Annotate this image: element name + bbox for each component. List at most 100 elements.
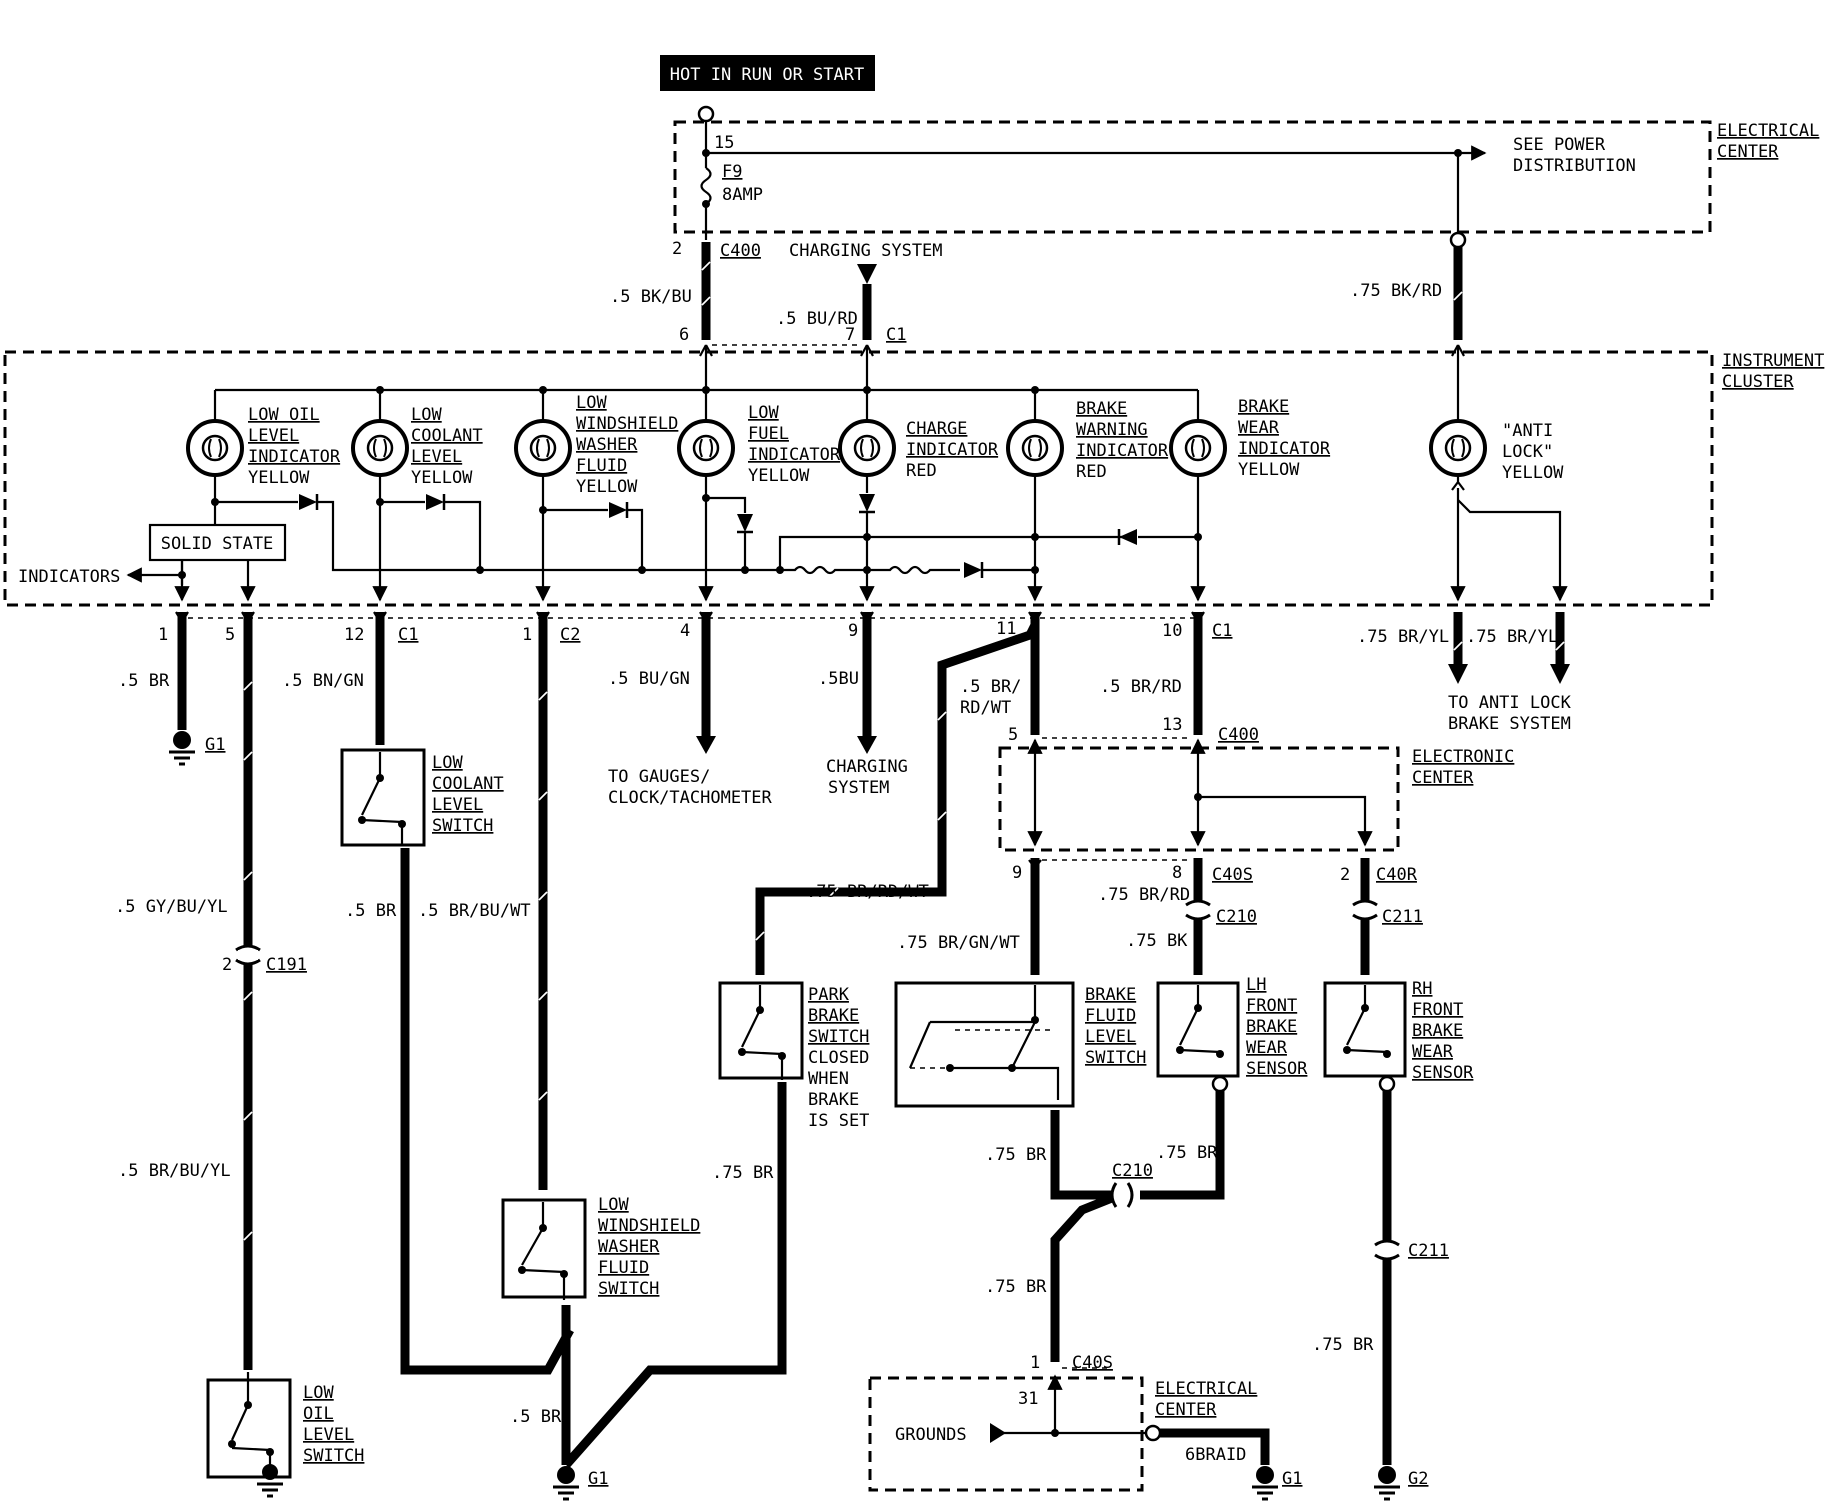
connector-c2: C2 [560, 625, 580, 645]
svg-text:PARK: PARK [808, 985, 850, 1005]
dest-gauges-1: TO GAUGES/ [608, 767, 710, 787]
see-power-2: DISTRIBUTION [1513, 156, 1636, 176]
svg-text:RH: RH [1412, 979, 1432, 999]
lamp-label-low-coolant: LOW COOLANT LEVEL YELLOW [411, 405, 483, 488]
wire-gy-bu-yl: .5 GY/BU/YL [115, 897, 228, 917]
wire-br-yl-2: .75 BR/YL [1466, 627, 1558, 647]
pin-1-c2: 1 [522, 625, 532, 645]
electrical-center-title-2: CENTER [1717, 142, 1779, 162]
svg-text:LEVEL: LEVEL [432, 795, 483, 815]
svg-text:WINDSHIELD: WINDSHIELD [576, 414, 678, 434]
ground-g1-right: G1 [1282, 1469, 1302, 1489]
instrument-cluster-title-1: INSTRUMENT [1722, 351, 1824, 371]
svg-text:FLUID: FLUID [598, 1258, 649, 1278]
wire-br-rd-wt-2: RD/WT [960, 698, 1011, 718]
pin-2-c40r: 2 [1340, 865, 1350, 885]
wire-bu-5: .5BU [818, 669, 859, 689]
pin-10: 10 [1162, 621, 1182, 641]
svg-text:YELLOW: YELLOW [576, 477, 638, 497]
fuse-rating: 8AMP [722, 185, 763, 205]
svg-text:LEVEL: LEVEL [248, 426, 299, 446]
wire-bk-bu: .5 BK/BU [610, 287, 692, 307]
svg-text:WASHER: WASHER [576, 435, 638, 455]
low-oil-switch-label: LOW OIL LEVEL SWITCH [303, 1383, 364, 1466]
svg-text:LOW: LOW [432, 753, 463, 773]
wire-bn-gn: .5 BN/GN [282, 671, 364, 691]
svg-text:LOW: LOW [411, 405, 442, 425]
connector-c210-b: C210 [1112, 1161, 1153, 1181]
wire-br-gnd: .75 BR [985, 1277, 1047, 1297]
svg-text:COOLANT: COOLANT [411, 426, 483, 446]
pin-6: 6 [679, 325, 689, 345]
svg-text:RED: RED [906, 461, 937, 481]
connector-c1-b: C1 [1212, 621, 1232, 641]
pin-2-top: 2 [672, 239, 682, 259]
svg-text:SWITCH: SWITCH [598, 1279, 659, 1299]
wire-bk-rd: .75 BK/RD [1350, 281, 1442, 301]
dest-charging-1: CHARGING [826, 757, 908, 777]
svg-text:INDICATOR: INDICATOR [248, 447, 341, 467]
svg-text:BRAKE: BRAKE [808, 1006, 859, 1026]
svg-text:OIL: OIL [303, 1404, 334, 1424]
wire-br-bu-yl: .5 BR/BU/YL [118, 1161, 231, 1181]
svg-text:BRAKE: BRAKE [1076, 399, 1127, 419]
wire-br-bu-wt: .5 BR/BU/WT [418, 901, 531, 921]
wire-br-bfl: .75 BR [985, 1145, 1047, 1165]
lamp-label-charge: CHARGE INDICATOR RED [906, 419, 999, 481]
connector-c211-b: C211 [1408, 1241, 1449, 1261]
svg-text:COOLANT: COOLANT [432, 774, 504, 794]
svg-text:SWITCH: SWITCH [808, 1027, 869, 1047]
hot-in-run-label-box [660, 55, 875, 91]
svg-text:LH: LH [1246, 975, 1266, 995]
braid-label: 6BRAID [1185, 1445, 1246, 1465]
svg-text:BRAKE: BRAKE [1085, 985, 1136, 1005]
svg-text:LOW: LOW [598, 1195, 629, 1215]
svg-text:BRAKE: BRAKE [1412, 1021, 1463, 1041]
svg-text:FUEL: FUEL [748, 424, 789, 444]
dest-gauges-2: CLOCK/TACHOMETER [608, 788, 773, 808]
wire-br-park: .75 BR [712, 1163, 774, 1183]
svg-text:YELLOW: YELLOW [1502, 463, 1564, 483]
svg-text:BRAKE: BRAKE [808, 1090, 859, 1110]
lamp-label-low-washer: LOW WINDSHIELD WASHER FLUID YELLOW [576, 393, 678, 497]
pin-7: 7 [845, 325, 855, 345]
svg-text:LEVEL: LEVEL [303, 1425, 354, 1445]
connector-c400-b: C400 [1218, 725, 1259, 745]
electrical-center-bottom-1: ELECTRICAL [1155, 1379, 1257, 1399]
wire-br-rd-75: .75 BR/RD [1098, 885, 1190, 905]
lamp-label-brake-wear: BRAKE WEAR INDICATOR YELLOW [1238, 397, 1331, 480]
fuse-f9 [700, 167, 712, 240]
washer-switch-label: LOW WINDSHIELD WASHER FLUID SWITCH [598, 1195, 700, 1299]
connector-c210-a: C210 [1216, 907, 1257, 927]
svg-text:FRONT: FRONT [1412, 1000, 1463, 1020]
lamp-label-low-oil: LOW OIL LEVEL INDICATOR YELLOW [248, 405, 341, 488]
electronic-center-title-2: CENTER [1412, 768, 1474, 788]
charging-system-top: CHARGING SYSTEM [789, 241, 943, 261]
instrument-cluster [3, 350, 1714, 607]
svg-text:WEAR: WEAR [1238, 418, 1280, 438]
hot-in-run-label: HOT IN RUN OR START [670, 65, 864, 85]
svg-text:LEVEL: LEVEL [1085, 1027, 1136, 1047]
pin-9: 9 [848, 621, 858, 641]
svg-text:CLOSED: CLOSED [808, 1048, 869, 1068]
svg-text:INDICATOR: INDICATOR [1238, 439, 1331, 459]
dest-abs-1: TO ANTI LOCK [1448, 693, 1572, 713]
wire-br-rd-wt-75: .75 BR/RD/WT [806, 882, 929, 902]
svg-text:LOW: LOW [748, 403, 779, 423]
svg-text:RED: RED [1076, 462, 1107, 482]
connector-c211-a: C211 [1382, 907, 1423, 927]
svg-text:LOW OIL: LOW OIL [248, 405, 320, 425]
pin-12: 12 [344, 625, 364, 645]
svg-text:LOW: LOW [576, 393, 607, 413]
wire-br-rh: .75 BR [1312, 1335, 1374, 1355]
lh-sensor-label: LH FRONT BRAKE WEAR SENSOR [1246, 975, 1308, 1079]
pin-1-g1: 1 [158, 625, 168, 645]
svg-text:INDICATOR: INDICATOR [1076, 441, 1169, 461]
pin-11: 11 [996, 619, 1016, 639]
dest-charging-2: SYSTEM [828, 778, 889, 798]
lamp-label-anti-lock: "ANTI LOCK" YELLOW [1502, 421, 1564, 483]
svg-text:YELLOW: YELLOW [411, 468, 473, 488]
low-coolant-switch-label: LOW COOLANT LEVEL SWITCH [432, 753, 504, 836]
svg-text:FLUID: FLUID [576, 456, 627, 476]
wire-br-coolant: .5 BR [345, 901, 397, 921]
